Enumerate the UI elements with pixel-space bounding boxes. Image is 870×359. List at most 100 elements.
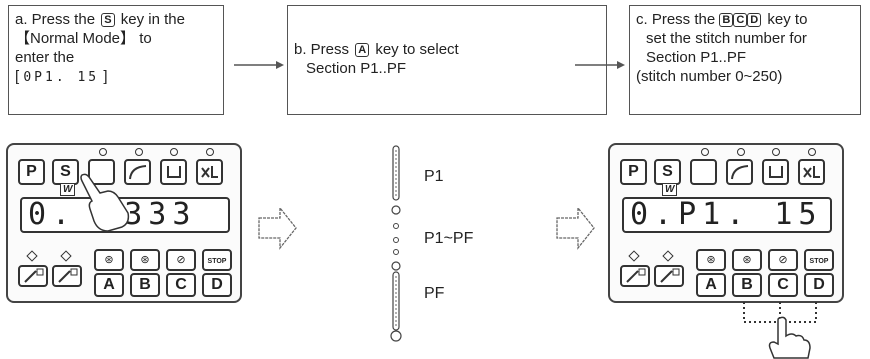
segment-code: 0P1. 15	[23, 70, 100, 85]
step-a-box: a. Press the S key in the 【Normal Mode】 …	[8, 5, 224, 115]
left-control-panel: P S W 0. 3333 ⊛ ⊛ ⊘ STOP A B C D	[6, 143, 242, 303]
trim-icon	[201, 166, 218, 178]
basket-icon	[769, 166, 783, 178]
star-indicator	[60, 250, 72, 262]
star-indicator	[662, 250, 674, 262]
step-b-line1: b. Press A key to select	[294, 40, 600, 59]
s-key[interactable]: S	[654, 159, 681, 185]
star-indicator	[628, 250, 640, 262]
section-p1-label: P1	[424, 168, 444, 185]
c-key-glyph: C	[733, 13, 748, 28]
w-label: W	[662, 183, 678, 196]
stitch-down-icon	[660, 268, 680, 283]
star-indicator	[26, 250, 38, 262]
p-key[interactable]: P	[18, 159, 45, 185]
step-a-line2: 【Normal Mode】 to	[15, 30, 152, 47]
sew-icon-key[interactable]: ⊛	[130, 249, 160, 271]
led-indicator	[737, 148, 745, 156]
section-track	[390, 145, 402, 342]
trim-icon	[803, 166, 820, 178]
b-key-glyph: B	[719, 13, 734, 28]
basket-icon	[167, 166, 181, 178]
c-key[interactable]: C	[166, 273, 196, 297]
sew-icon: ⊛	[140, 254, 150, 266]
d-key[interactable]: D	[804, 273, 834, 297]
trim-key[interactable]	[798, 159, 825, 185]
stop-key[interactable]: STOP	[202, 249, 232, 271]
pointing-hand-icon	[768, 316, 811, 359]
curve-key[interactable]	[726, 159, 753, 185]
sew-icon: ⊛	[706, 254, 716, 266]
step-a-text-2: key in the	[120, 11, 185, 28]
step-a-line1: a. Press the S key in the	[15, 10, 217, 29]
basket-key[interactable]	[762, 159, 789, 185]
step-c-line2: set the stitch number for	[646, 30, 807, 47]
a-key[interactable]: A	[94, 273, 124, 297]
step-a-line4: [ 0P1. 15 ]	[15, 67, 217, 87]
pointing-hand-icon	[80, 173, 130, 232]
curve-icon	[129, 165, 147, 180]
sew-icon-key[interactable]: ⊘	[768, 249, 798, 271]
step-b-text: b. Press	[294, 41, 350, 58]
stitch-down-key[interactable]	[52, 265, 82, 287]
b-key[interactable]: B	[130, 273, 160, 297]
section-pf-label: PF	[424, 285, 445, 302]
led-indicator	[808, 148, 816, 156]
s-key[interactable]: S	[52, 159, 79, 185]
step-b-text-2: key to select	[375, 41, 459, 58]
p-key[interactable]: P	[620, 159, 647, 185]
led-indicator	[170, 148, 178, 156]
needle-mode-key[interactable]	[690, 159, 717, 185]
section-p1pf-label: P1~PF	[424, 230, 474, 247]
b-key[interactable]: B	[732, 273, 762, 297]
right-arrow-icon	[234, 61, 284, 69]
step-c-text: c. Press the	[636, 11, 716, 28]
stitch-up-key[interactable]	[18, 265, 48, 287]
segment-display: 0.P1. 15	[622, 197, 832, 233]
sew-icon: ⊛	[104, 254, 114, 266]
step-b-line2: Section P1..PF	[306, 60, 407, 77]
curve-key[interactable]	[124, 159, 151, 185]
bracket-open: [	[15, 68, 20, 85]
stop-key[interactable]: STOP	[804, 249, 834, 271]
hollow-right-arrow-icon	[556, 206, 595, 250]
stitch-up-icon	[626, 268, 646, 283]
stop-label: STOP	[207, 258, 227, 265]
d-key-glyph: D	[747, 13, 762, 28]
stitch-up-icon	[24, 268, 44, 283]
sew-icon: ⊘	[778, 254, 788, 266]
step-c-line3: Section P1..PF	[646, 49, 747, 66]
sew-icon-key[interactable]: ⊛	[94, 249, 124, 271]
led-indicator	[701, 148, 709, 156]
led-indicator	[772, 148, 780, 156]
sew-icon: ⊛	[742, 254, 752, 266]
a-key-glyph: A	[355, 43, 370, 58]
d-key[interactable]: D	[202, 273, 232, 297]
sew-icon-key[interactable]: ⊛	[696, 249, 726, 271]
step-c-text-2: key to	[767, 11, 808, 28]
right-control-panel: P S W 0.P1. 15 ⊛ ⊛ ⊘ STOP A B C D	[608, 143, 844, 303]
a-key[interactable]: A	[696, 273, 726, 297]
trim-key[interactable]	[196, 159, 223, 185]
step-a-text: a. Press the	[15, 11, 96, 28]
led-indicator	[206, 148, 214, 156]
right-arrow-icon	[575, 61, 625, 69]
c-key[interactable]: C	[768, 273, 798, 297]
stitch-down-key[interactable]	[654, 265, 684, 287]
step-c-line4: (stitch number 0~250)	[636, 68, 783, 85]
led-indicator	[99, 148, 107, 156]
sew-icon-key[interactable]: ⊘	[166, 249, 196, 271]
sew-icon: ⊘	[176, 254, 186, 266]
basket-key[interactable]	[160, 159, 187, 185]
stitch-down-icon	[58, 268, 78, 283]
step-a-line3: enter the	[15, 49, 75, 66]
needle-mode-key[interactable]	[88, 159, 115, 185]
led-indicator	[135, 148, 143, 156]
step-b-box: b. Press A key to select Section P1..PF	[287, 5, 607, 115]
sew-icon-key[interactable]: ⊛	[732, 249, 762, 271]
hollow-right-arrow-icon	[258, 206, 297, 250]
stitch-up-key[interactable]	[620, 265, 650, 287]
curve-icon	[731, 165, 749, 180]
